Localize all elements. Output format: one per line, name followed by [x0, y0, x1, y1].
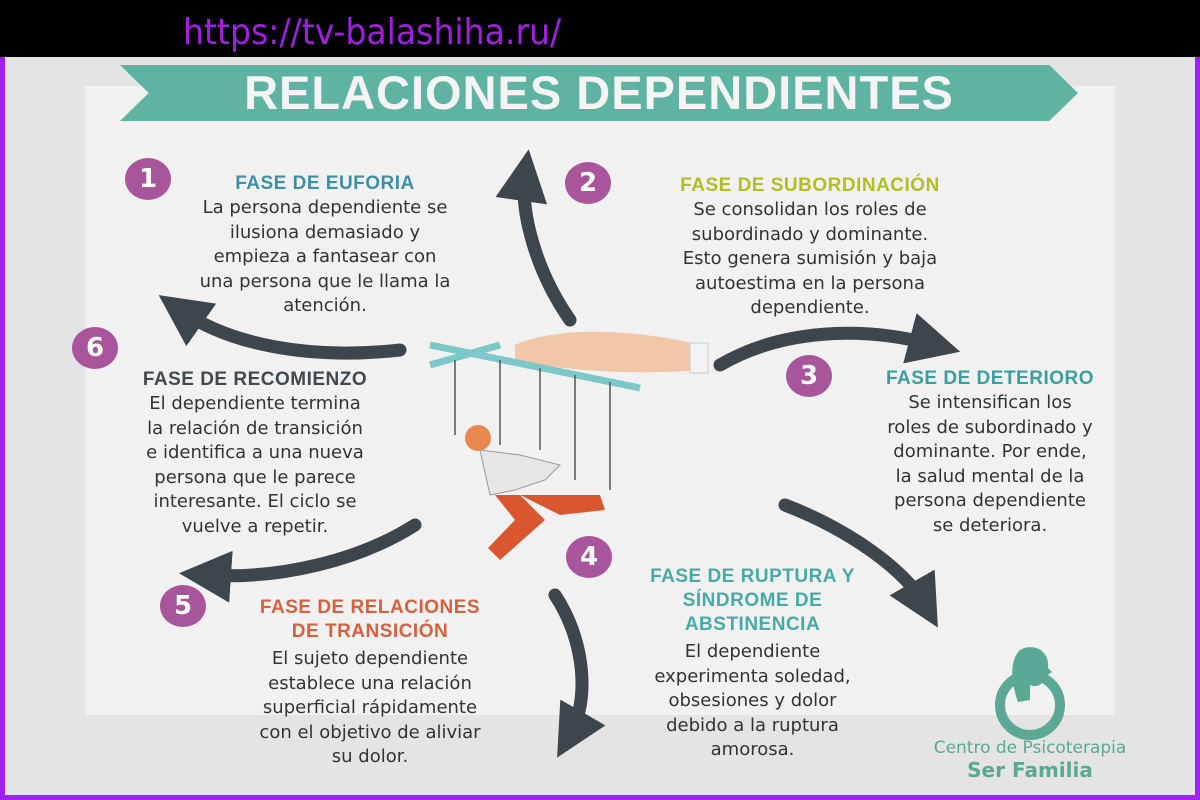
phase-3-text: dominante. Por ende,: [893, 441, 1087, 462]
phase-3-heading: FASE DE DETERIORO: [885, 368, 1095, 389]
phase-2-number-badge: 2: [565, 162, 611, 204]
phase-5-number-badge: 5: [160, 585, 206, 627]
phase-5-text: con el objetivo de aliviar: [259, 721, 481, 743]
phase-6-text: persona que le parece: [154, 466, 356, 488]
logo-line-2: Ser Familia: [967, 758, 1093, 782]
phase-6-text: interesante. El ciclo se: [153, 491, 357, 512]
phase-5-heading: FASE DE RELACIONES: [259, 597, 481, 618]
phase-2-text: Se consolidan los roles de: [693, 199, 927, 220]
phase-2-text: dependiente.: [750, 297, 870, 318]
top-bar: https://tv-balashiha.ru/: [0, 0, 1200, 57]
phase-4-text: debido a la ruptura: [666, 714, 839, 736]
phase-5-text: establece una relación: [268, 672, 472, 694]
arrow-2-to-3: [713, 313, 961, 372]
phase-3-text: persona dependiente: [894, 490, 1086, 511]
phase-6-number-badge: 6: [72, 327, 118, 369]
phase-6-text: vuelve a repetir.: [181, 515, 329, 537]
phase-2: FASE DE SUBORDINACIÓN Se consolidan los …: [620, 174, 1000, 321]
title-banner: [120, 65, 1078, 121]
phase-5-text: superficial rápidamente: [262, 697, 478, 718]
phase-1-text: una persona que le llama la: [199, 270, 451, 292]
arrow-4-to-5: [548, 588, 606, 758]
phase-4-text: obsesiones y dolor: [668, 690, 837, 711]
watermark-url: https://tv-balashiha.ru/: [183, 12, 562, 53]
phase-6-text: El dependiente termina: [149, 393, 361, 414]
phase-3-text: se deteriora.: [932, 514, 1048, 536]
phase-3-text: la salud mental de la: [895, 465, 1085, 487]
phase-1-text: atención.: [283, 295, 367, 316]
puppet-illustration: [429, 331, 709, 560]
phase-6-heading: FASE DE RECOMIENZO: [142, 369, 368, 390]
phase-6: FASE DE RECOMIENZO El dependiente termin…: [95, 368, 415, 539]
phase-3-text: Se intensifican los: [908, 392, 1072, 413]
arrow-5-to-6: [179, 518, 422, 603]
phase-1-heading: FASE DE EUFORIA: [235, 173, 415, 194]
phase-4-text: El dependiente: [684, 641, 821, 662]
infographic-title: RELACIONES DEPENDIENTES: [244, 66, 954, 119]
phase-2-heading: FASE DE SUBORDINACIÓN: [680, 175, 940, 196]
phase-5-text: su dolor.: [331, 746, 409, 767]
logo: Centro de Psicoterapia Ser Familia: [880, 640, 1180, 782]
arrow-6-to-1: [158, 295, 407, 360]
arrow-3-to-4: [778, 498, 938, 628]
phase-4-text: experimenta soledad,: [654, 665, 851, 687]
phase-5-heading: DE TRANSICIÓN: [291, 621, 449, 642]
phase-6-text: la relación de transición: [147, 417, 363, 439]
phase-4-number-badge: 4: [566, 536, 612, 578]
phase-4-heading: ABSTINENCIA: [684, 614, 821, 635]
phase-1: FASE DE EUFORIA La persona dependiente s…: [145, 172, 505, 319]
phase-6-text: e identifica a una nueva: [146, 442, 364, 463]
phase-3-number-badge: 3: [786, 355, 832, 397]
phase-5-text: El sujeto dependiente: [271, 648, 469, 669]
phase-3: FASE DE DETERIORO Se intensifican los rol…: [830, 367, 1150, 538]
phase-1-text: ilusiona demasiado y: [229, 221, 421, 243]
phase-4-heading: FASE DE RUPTURA Y: [650, 566, 855, 587]
logo-line-1: Centro de Psicoterapia: [933, 738, 1127, 758]
logo-head-icon: [995, 647, 1065, 740]
phase-2-text: subordinado y dominante.: [691, 223, 929, 245]
phase-1-text: empieza a fantasear con: [213, 246, 437, 267]
phase-2-text: autoestima en la persona: [695, 272, 925, 294]
phase-2-text: Esto genera sumisión y baja: [682, 248, 938, 269]
phase-4-heading: SÍNDROME DE: [682, 590, 823, 611]
phase-3-text: roles de subordinado y: [887, 416, 1093, 438]
phase-5: FASE DE RELACIONES DE TRANSICIÓN El sujet…: [205, 596, 535, 770]
phase-4-text: amorosa.: [710, 739, 795, 760]
phase-1-number-badge: 1: [125, 158, 171, 200]
arrow-1-to-2: [495, 149, 577, 327]
phase-1-text: La persona dependiente se: [202, 197, 448, 218]
